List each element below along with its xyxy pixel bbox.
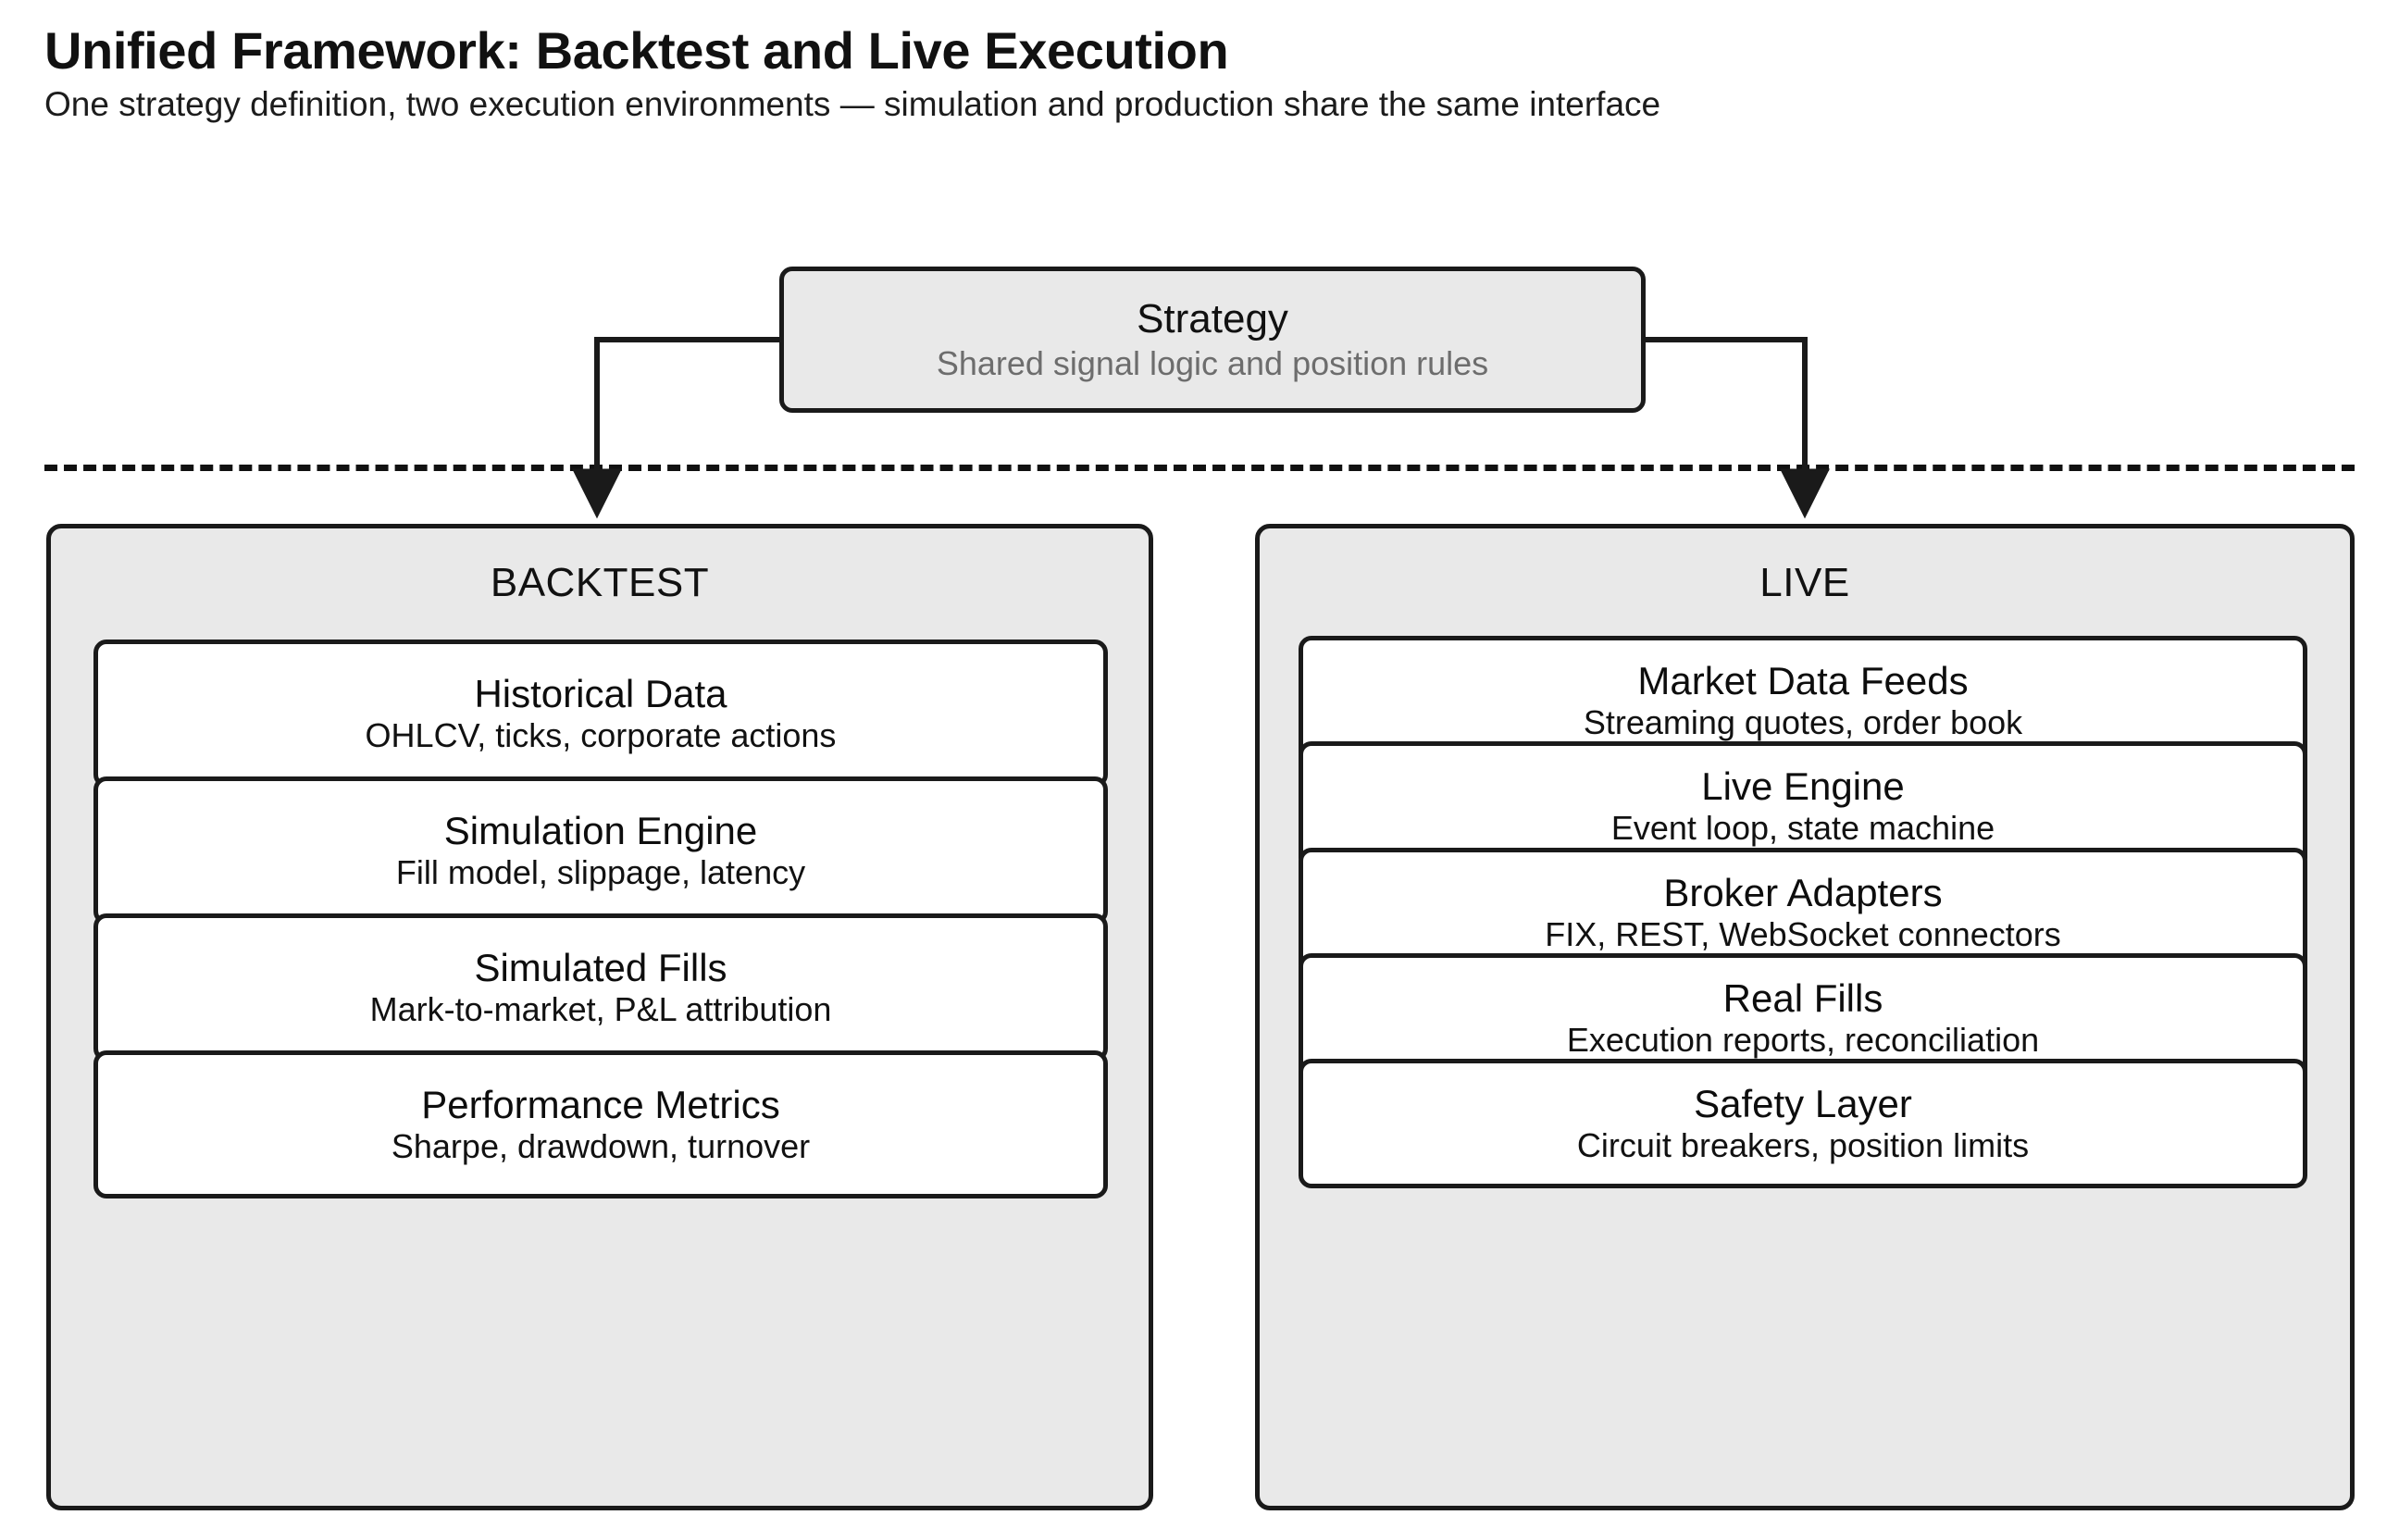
stage-title: Safety Layer — [1694, 1081, 1912, 1125]
page-subtitle: One strategy definition, two execution e… — [44, 85, 1661, 123]
stage-simulated-fills[interactable]: Simulated Fills Mark-to-market, P&L attr… — [93, 913, 1108, 1062]
stage-title: Live Engine — [1701, 764, 1905, 808]
environment-divider — [44, 465, 2355, 471]
stage-subtitle: Sharpe, drawdown, turnover — [391, 1126, 811, 1165]
stage-title: Simulated Fills — [474, 945, 727, 989]
strategy-node[interactable]: Strategy Shared signal logic and positio… — [779, 267, 1646, 413]
stage-simulation-engine[interactable]: Simulation Engine Fill model, slippage, … — [93, 776, 1108, 925]
stage-title: Simulation Engine — [443, 808, 758, 852]
strategy-node-subtitle: Shared signal logic and position rules — [936, 344, 1489, 383]
stage-subtitle: OHLCV, ticks, corporate actions — [365, 715, 837, 754]
stage-subtitle: FIX, REST, WebSocket connectors — [1545, 914, 2061, 953]
stage-subtitle: Streaming quotes, order book — [1583, 702, 2023, 741]
stage-subtitle: Circuit breakers, position limits — [1576, 1125, 2030, 1164]
panel-live-label: LIVE — [1759, 560, 1850, 605]
panel-backtest-label: BACKTEST — [490, 560, 710, 605]
stage-historical-data[interactable]: Historical Data OHLCV, ticks, corporate … — [93, 640, 1108, 788]
stage-title: Historical Data — [474, 671, 727, 715]
stage-performance-metrics[interactable]: Performance Metrics Sharpe, drawdown, tu… — [93, 1050, 1108, 1198]
strategy-node-title: Strategy — [1137, 295, 1288, 342]
stage-title: Performance Metrics — [421, 1082, 780, 1126]
stage-subtitle: Fill model, slippage, latency — [395, 852, 806, 891]
panel-backtest[interactable]: BACKTEST Historical Data OHLCV, ticks, c… — [46, 524, 1153, 1510]
stage-safety-layer[interactable]: Safety Layer Circuit breakers, position … — [1299, 1059, 2307, 1188]
page-title: Unified Framework: Backtest and Live Exe… — [44, 21, 1229, 80]
connector-strategy-to-live — [1646, 337, 1830, 519]
stage-subtitle: Mark-to-market, P&L attribution — [369, 989, 832, 1028]
panel-live[interactable]: LIVE Market Data Feeds Streaming quotes,… — [1255, 524, 2355, 1510]
connector-strategy-to-backtest — [572, 337, 779, 519]
stage-subtitle: Execution reports, reconciliation — [1566, 1020, 2040, 1059]
stage-title: Real Fills — [1722, 975, 1883, 1020]
stage-title: Market Data Feeds — [1637, 658, 1969, 702]
stage-title: Broker Adapters — [1663, 870, 1943, 914]
stage-subtitle: Event loop, state machine — [1610, 808, 1995, 847]
